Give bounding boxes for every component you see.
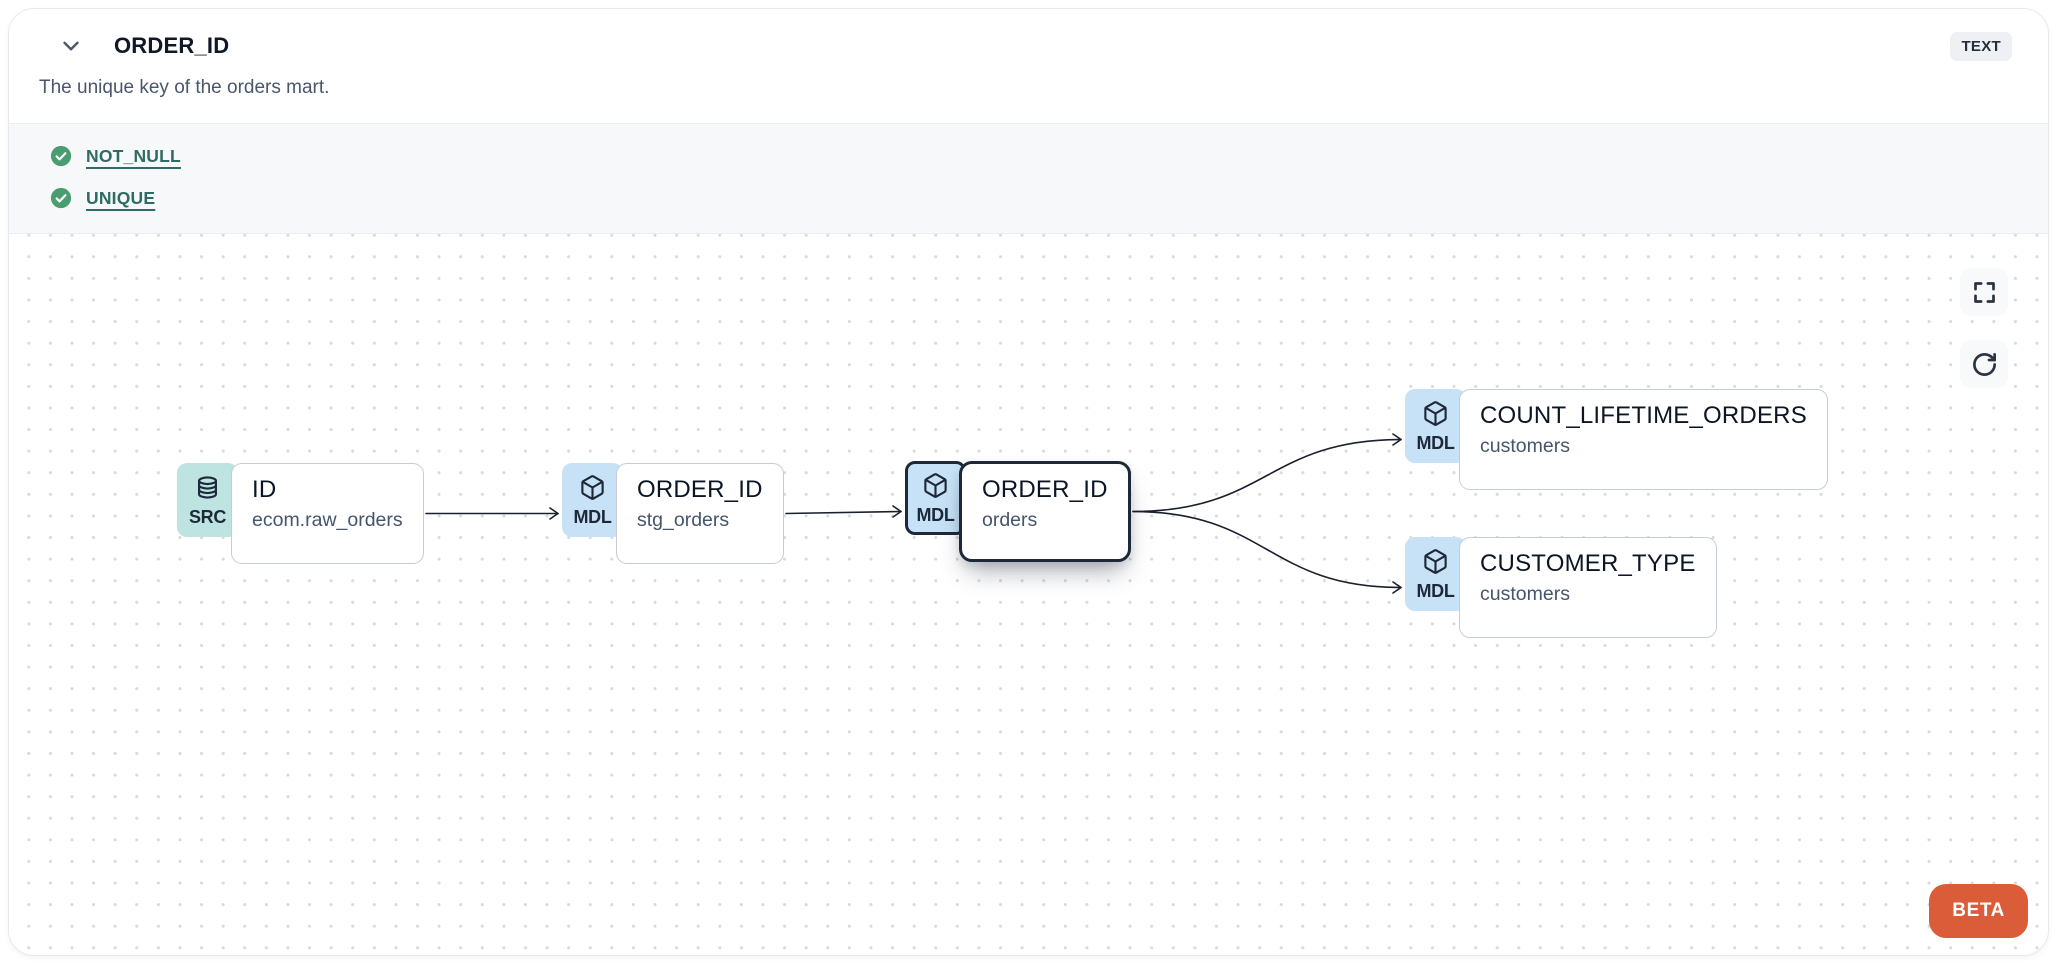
lineage-edge <box>1132 510 1402 589</box>
node-title: ORDER_ID <box>982 476 1108 503</box>
beta-badge: BETA <box>1929 884 2028 938</box>
node-card: ID ecom.raw_orders <box>231 463 424 564</box>
node-type-badge: MDL <box>562 463 623 537</box>
type-badge: TEXT <box>1950 31 2012 61</box>
column-header: ORDER_ID TEXT The unique key of the orde… <box>9 9 2048 123</box>
cube-icon <box>924 472 947 498</box>
lineage-node-ecom.raw_orders[interactable]: SRC ID ecom.raw_orders <box>177 463 424 564</box>
node-type-badge: MDL <box>905 461 966 535</box>
node-type-label: MDL <box>573 506 612 527</box>
node-subtitle: stg_orders <box>637 509 730 531</box>
node-type-badge: MDL <box>1405 537 1466 611</box>
node-type-label: MDL <box>1416 580 1455 601</box>
node-type-badge: SRC <box>177 463 238 537</box>
test-row: UNIQUE <box>50 187 2012 209</box>
node-title: ORDER_ID <box>637 476 763 503</box>
chevron-down-icon[interactable] <box>56 31 86 61</box>
node-type-label: MDL <box>916 504 955 525</box>
node-card: COUNT_LIFETIME_ORDERS customers <box>1459 389 1828 490</box>
cube-icon <box>581 474 604 500</box>
node-subtitle: ecom.raw_orders <box>252 509 403 531</box>
node-card: CUSTOMER_TYPE customers <box>1459 537 1717 638</box>
lineage-canvas[interactable]: BETA SRC ID ecom.raw_orders MDL ORDER_ID… <box>9 234 2048 955</box>
node-type-badge: MDL <box>1405 389 1466 463</box>
check-circle-icon <box>50 145 72 167</box>
cube-icon <box>1424 548 1447 574</box>
node-subtitle: customers <box>1480 583 1570 605</box>
page-title: ORDER_ID <box>114 33 230 58</box>
column-detail-panel: ORDER_ID TEXT The unique key of the orde… <box>8 8 2049 956</box>
lineage-edge <box>785 510 902 515</box>
node-type-label: MDL <box>1416 432 1455 453</box>
node-card: ORDER_ID stg_orders <box>616 463 784 564</box>
check-circle-icon <box>50 187 72 209</box>
lineage-edge <box>1132 438 1402 513</box>
fullscreen-icon <box>1973 281 1995 303</box>
lineage-node-customers[interactable]: MDL CUSTOMER_TYPE customers <box>1405 537 1717 638</box>
test-row: NOT_NULL <box>50 145 2012 167</box>
lineage-edge <box>549 507 559 520</box>
node-title: CUSTOMER_TYPE <box>1480 550 1696 577</box>
cube-icon <box>1424 400 1447 426</box>
fullscreen-button[interactable] <box>1960 268 2008 316</box>
test-link[interactable]: UNIQUE <box>86 187 156 208</box>
node-title: ID <box>252 476 277 503</box>
column-description: The unique key of the orders mart. <box>39 77 330 98</box>
lineage-node-orders[interactable]: MDL ORDER_ID orders <box>905 461 1131 562</box>
tests-strip: NOT_NULL UNIQUE <box>9 123 2048 234</box>
node-subtitle: customers <box>1480 435 1570 457</box>
test-link[interactable]: NOT_NULL <box>86 145 181 166</box>
node-title: COUNT_LIFETIME_ORDERS <box>1480 402 1807 429</box>
database-icon <box>197 475 218 499</box>
refresh-button[interactable] <box>1960 340 2008 388</box>
lineage-edge <box>1392 581 1402 594</box>
node-type-label: SRC <box>188 506 227 527</box>
node-subtitle: orders <box>982 509 1038 531</box>
lineage-node-stg_orders[interactable]: MDL ORDER_ID stg_orders <box>562 463 784 564</box>
canvas-controls <box>1960 268 2008 388</box>
node-card: ORDER_ID orders <box>959 461 1131 562</box>
lineage-node-customers[interactable]: MDL COUNT_LIFETIME_ORDERS customers <box>1405 389 1828 490</box>
lineage-edges <box>425 433 1402 594</box>
lineage-edge <box>1392 433 1402 446</box>
refresh-icon <box>1972 352 1996 376</box>
lineage-edge <box>892 505 902 518</box>
